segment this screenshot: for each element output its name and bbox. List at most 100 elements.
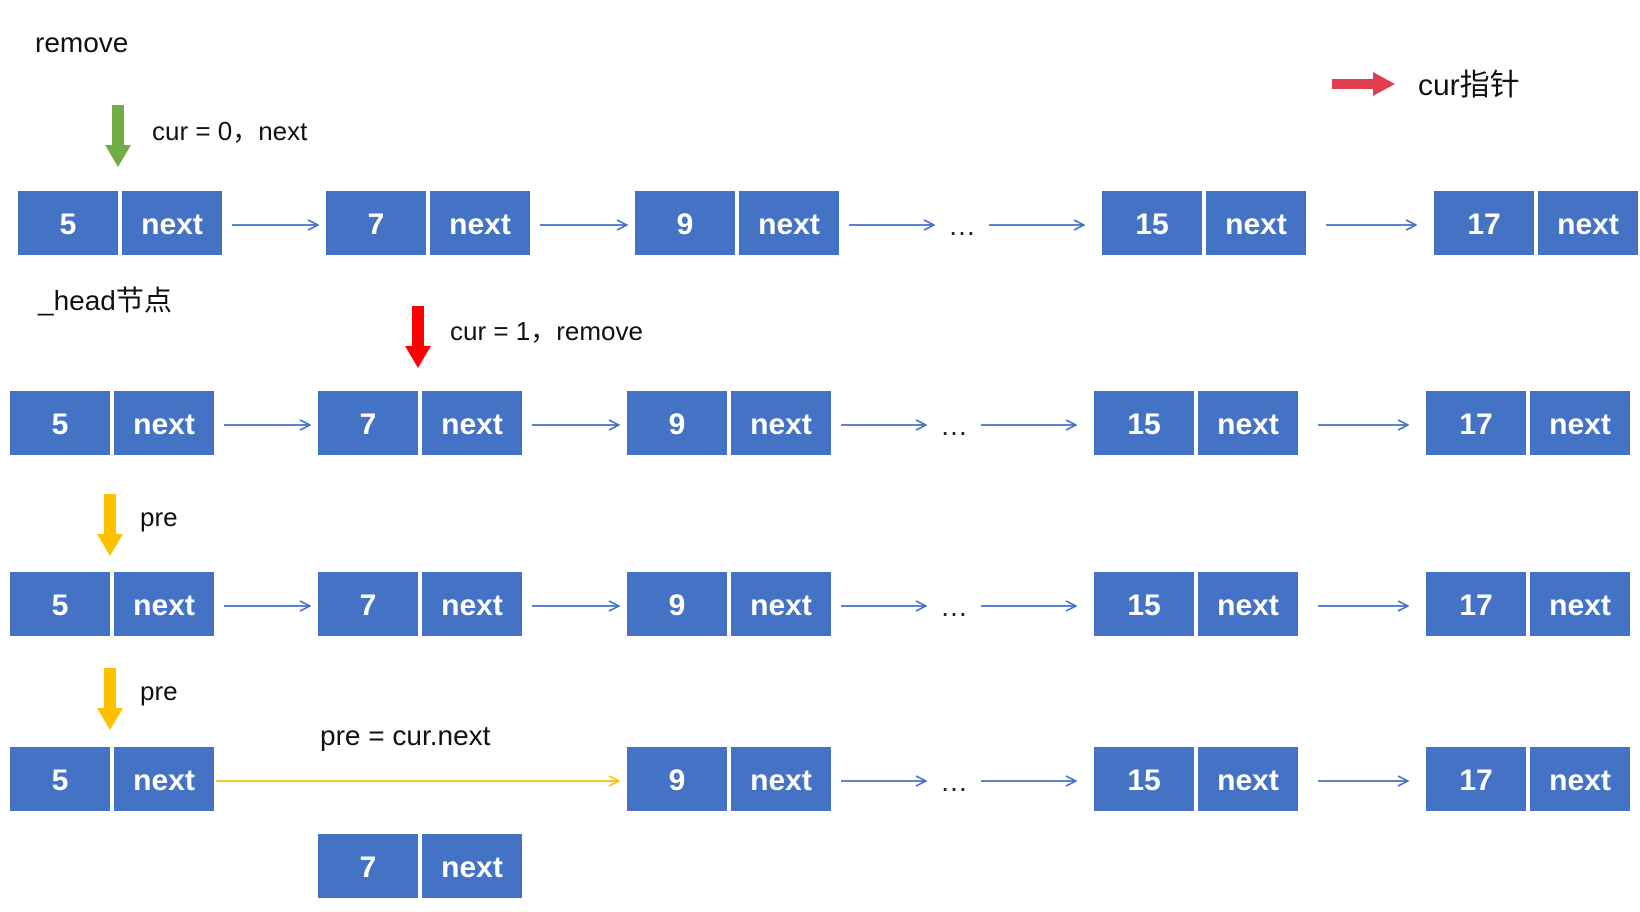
- pre-label-row3: pre: [140, 502, 178, 532]
- cur-pointer-arrow-green: [105, 105, 131, 167]
- node-next-text: next: [1549, 764, 1611, 797]
- node-value-text: 5: [52, 764, 69, 797]
- node-value-cell: [1426, 572, 1526, 636]
- list-node: 17 next: [1426, 747, 1630, 811]
- node-next-cell: [1206, 191, 1306, 255]
- node-value-text: 5: [52, 589, 69, 622]
- node-value-cell: [10, 391, 110, 455]
- node-value-cell: [318, 572, 418, 636]
- node-value-cell: [326, 191, 426, 255]
- legend-arrow: [1332, 72, 1395, 96]
- node-value-text: 15: [1135, 208, 1168, 241]
- node-value-cell: [627, 391, 727, 455]
- node-next-cell: [731, 747, 831, 811]
- list-node: 17 next: [1426, 572, 1630, 636]
- node-next-text: next: [1217, 764, 1279, 797]
- node-value-cell: [18, 191, 118, 255]
- node-value-cell: [1426, 747, 1526, 811]
- node-next-cell: [739, 191, 839, 255]
- node-value-text: 17: [1459, 764, 1492, 797]
- node-next-text: next: [133, 589, 195, 622]
- node-next-cell: [731, 391, 831, 455]
- node-value-cell: [10, 572, 110, 636]
- node-next-cell: [1198, 572, 1298, 636]
- title-label: remove: [35, 27, 128, 58]
- node-next-cell: [1530, 747, 1630, 811]
- node-value-cell: [318, 834, 418, 898]
- node-value-cell: [1434, 191, 1534, 255]
- list-node: 7 next: [318, 391, 522, 455]
- list-node: 9 next: [627, 572, 831, 636]
- node-next-text: next: [750, 408, 812, 441]
- list-node: 9 next: [635, 191, 839, 255]
- node-next-text: next: [1549, 589, 1611, 622]
- node-next-text: next: [1217, 408, 1279, 441]
- node-next-cell: [422, 572, 522, 636]
- node-next-cell: [1530, 572, 1630, 636]
- node-value-text: 17: [1459, 408, 1492, 441]
- node-value-text: 15: [1127, 408, 1160, 441]
- node-next-cell: [114, 391, 214, 455]
- node-value-text: 7: [360, 589, 377, 622]
- node-value-text: 17: [1467, 208, 1500, 241]
- node-next-cell: [422, 834, 522, 898]
- node-next-cell: [1198, 391, 1298, 455]
- list-node: 15 next: [1094, 572, 1298, 636]
- node-value-text: 9: [669, 764, 686, 797]
- ellipsis-text: …: [940, 591, 968, 622]
- node-value-text: 5: [60, 208, 77, 241]
- node-value-cell: [635, 191, 735, 255]
- list-node: 15 next: [1094, 391, 1298, 455]
- node-value-text: 9: [677, 208, 694, 241]
- node-next-cell: [122, 191, 222, 255]
- node-value-cell: [627, 572, 727, 636]
- node-next-text: next: [1549, 408, 1611, 441]
- ellipsis-text: …: [940, 410, 968, 441]
- node-next-text: next: [133, 408, 195, 441]
- node-next-text: next: [1217, 589, 1279, 622]
- node-value-cell: [10, 747, 110, 811]
- node-next-text: next: [750, 589, 812, 622]
- node-next-cell: [1530, 391, 1630, 455]
- node-next-cell: [114, 572, 214, 636]
- node-next-cell: [1538, 191, 1638, 255]
- pre-label-row4: pre: [140, 676, 178, 706]
- node-next-text: next: [141, 208, 203, 241]
- node-next-text: next: [449, 208, 511, 241]
- node-value-cell: [1426, 391, 1526, 455]
- node-value-cell: [1094, 391, 1194, 455]
- node-value-text: 15: [1127, 589, 1160, 622]
- node-value-text: 9: [669, 408, 686, 441]
- node-next-cell: [1198, 747, 1298, 811]
- node-value-cell: [1094, 747, 1194, 811]
- node-next-text: next: [758, 208, 820, 241]
- node-value-text: 17: [1459, 589, 1492, 622]
- node-next-cell: [114, 747, 214, 811]
- node-value-text: 7: [360, 408, 377, 441]
- step2-label: cur = 1，remove: [450, 316, 643, 346]
- node-value-text: 9: [669, 589, 686, 622]
- cur-pointer-arrow-red: [405, 306, 431, 368]
- list-node: 17 next: [1426, 391, 1630, 455]
- node-value-cell: [1102, 191, 1202, 255]
- pre-pointer-arrow-row4: [97, 668, 123, 730]
- arrows-layer: …………: [97, 72, 1416, 797]
- node-next-cell: [430, 191, 530, 255]
- relink-label: pre = cur.next: [320, 720, 491, 751]
- node-next-cell: [731, 572, 831, 636]
- pre-pointer-arrow-row3: [97, 494, 123, 556]
- node-value-text: 7: [360, 851, 377, 884]
- node-next-cell: [422, 391, 522, 455]
- list-node: 9 next: [627, 391, 831, 455]
- node-next-text: next: [441, 408, 503, 441]
